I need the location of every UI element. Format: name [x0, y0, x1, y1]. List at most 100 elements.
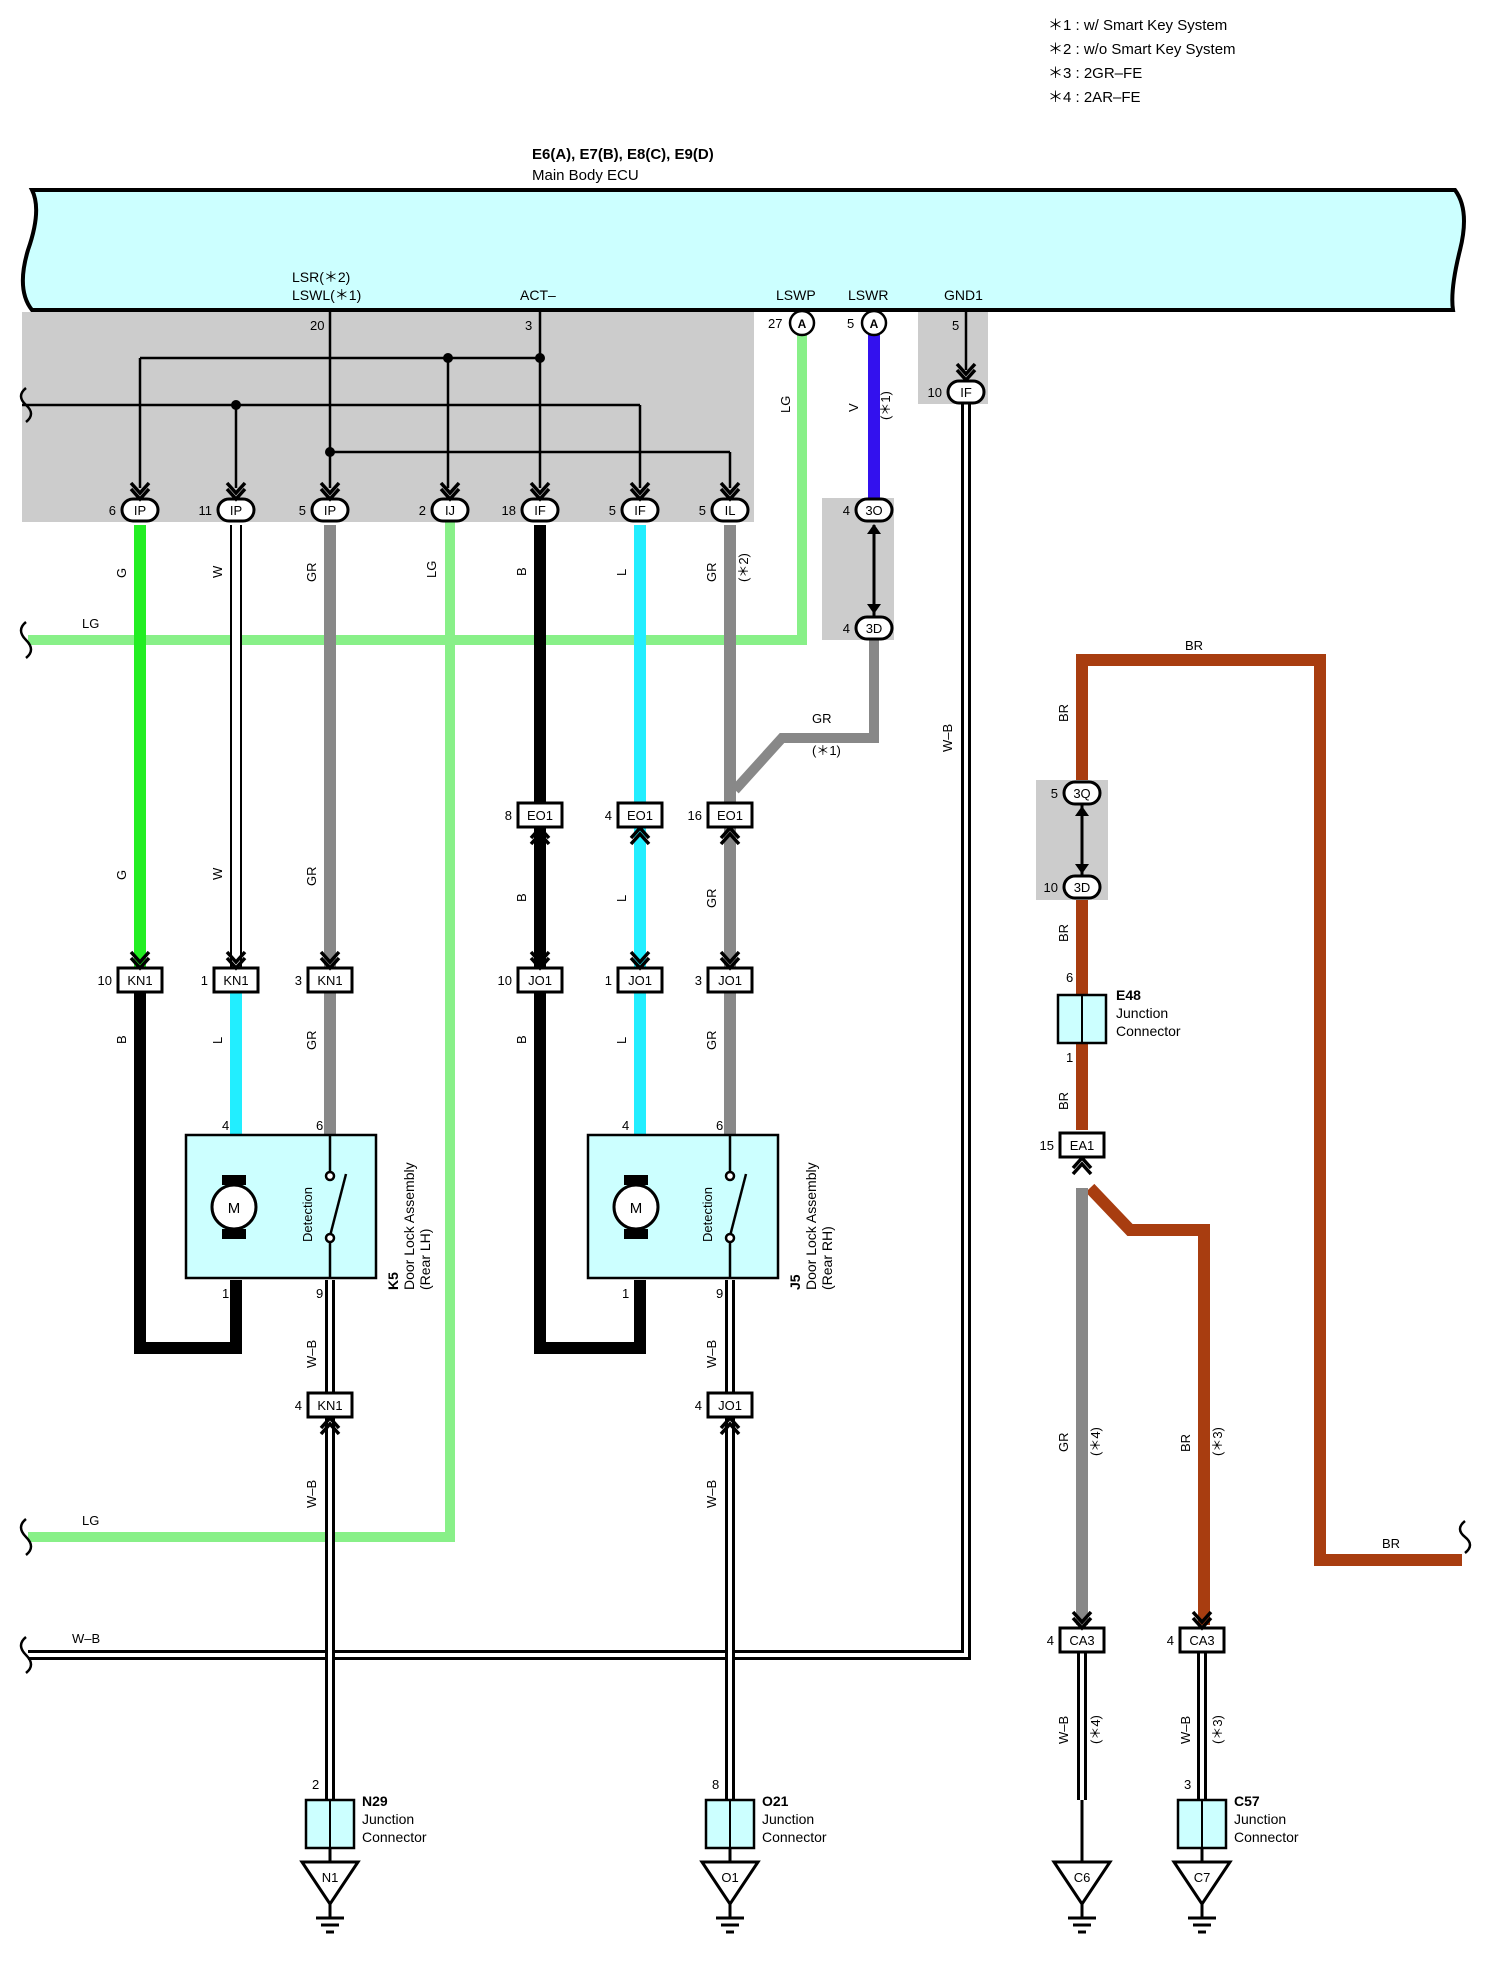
box-pin: 4 [1047, 1633, 1054, 1648]
door-lock-rh: M Detection 4 6 1 9 J5 Door Lock Assembl… [586, 1118, 835, 1301]
bus-junction-dots [231, 353, 545, 457]
arrow-down-icon [529, 950, 551, 971]
pill-connector-5: IF5 [609, 497, 660, 523]
pill-pin: 4 [843, 503, 850, 518]
conn-lswr: A [860, 309, 888, 337]
lh-pin9: 9 [316, 1286, 323, 1301]
box-pin: 4 [1167, 1633, 1174, 1648]
ecu-body [20, 188, 1466, 312]
label-g-2: G [114, 870, 129, 880]
box-pin: 10 [98, 973, 112, 988]
arrow-down-icon [955, 362, 977, 383]
arrow-down-icon [1191, 1610, 1213, 1631]
note-3: ＊3 : 2GR–FE [1048, 65, 1142, 82]
pill-pin: 10 [1044, 880, 1058, 895]
switch-icon [324, 1135, 348, 1278]
pill-pin: 5 [299, 503, 306, 518]
box-pin: 1 [201, 973, 208, 988]
ground-icon: N1 [299, 1848, 361, 1934]
pill-connector-8: 3O 4 [843, 497, 894, 523]
pill-connector-9: 3D4 [843, 615, 894, 641]
pill-pin: 11 [199, 503, 213, 518]
lh-pin4: 4 [222, 1118, 229, 1133]
door-rh-name: Door Lock Assembly [803, 1162, 819, 1290]
arrow-down-icon [719, 950, 741, 971]
box-code: CA3 [1189, 1633, 1214, 1648]
c57-pin: 3 [1184, 1777, 1191, 1792]
term-act: ACT– [520, 287, 556, 303]
label-g-1: G [114, 568, 129, 578]
label-wb-rh-2: W–B [704, 1480, 719, 1508]
door-lh-sub: (Rear LH) [417, 1229, 433, 1290]
arrow-up-icon [529, 825, 551, 846]
label-gr-1: GR [304, 563, 319, 583]
pill-code: IF [634, 503, 646, 518]
n29-pin: 2 [312, 1777, 319, 1792]
ecu-name: Main Body ECU [532, 167, 639, 184]
n29-line1: Junction [362, 1811, 414, 1827]
switch-icon [724, 1135, 748, 1278]
arrow-down-icon [225, 481, 247, 502]
pill-code: IL [725, 503, 736, 518]
label-wb-gnd: W–B [940, 724, 955, 752]
box-pin: 4 [295, 1398, 302, 1413]
pill-pin: 6 [109, 503, 116, 518]
pill-code: 3Q [1073, 786, 1090, 801]
pin-gnd1: 5 [952, 318, 959, 333]
box-body [706, 966, 754, 994]
pill-code: 3D [1074, 880, 1091, 895]
pill-pin: 4 [843, 621, 850, 636]
label-lg-lower: LG [82, 1513, 99, 1528]
notes-legend: ＊1 : w/ Smart Key System ＊2 : w/o Smart … [1048, 17, 1236, 106]
label-lg-vert: LG [778, 396, 793, 413]
label-l-lh: L [210, 1037, 225, 1044]
ground-triangle [299, 1860, 361, 1907]
ground-triangle [1051, 1860, 1113, 1907]
arrow-down-icon [1071, 1610, 1093, 1631]
wire-b-rh-return [534, 1135, 646, 1354]
junction-e48: 6 1 E48 Junction Connector [1056, 970, 1181, 1065]
arrow-up-icon [1071, 1155, 1093, 1176]
arrow-up-icon [867, 524, 881, 534]
ground-icon: C7 [1171, 1848, 1233, 1934]
ground-label: C7 [1194, 1870, 1211, 1885]
label-lg-ij: LG [424, 561, 439, 578]
box-pin: 16 [688, 808, 702, 823]
label-star3-b: (＊3) [1210, 1715, 1225, 1744]
label-star4-b: (＊4) [1088, 1715, 1103, 1744]
label-lg-upper: LG [82, 616, 99, 631]
n29-code: N29 [362, 1793, 388, 1809]
conn-lswr-letter: A [870, 317, 879, 331]
pill-code: IP [134, 503, 146, 518]
arrow-down-icon [719, 481, 741, 502]
label-l-2: L [614, 895, 629, 902]
pin-lsr: 20 [310, 318, 324, 333]
conn-lswp-letter: A [798, 317, 807, 331]
motor-label-rh: M [630, 1200, 643, 1217]
pill-body [1062, 780, 1102, 806]
label-l-1: L [614, 569, 629, 576]
box-code: KN1 [317, 1398, 342, 1413]
connector-arrows [129, 362, 1213, 1631]
rh-pin4: 4 [622, 1118, 629, 1133]
box-body [616, 966, 664, 994]
box-body [306, 1391, 354, 1419]
arrow-up-icon [719, 1415, 741, 1436]
ground-icon: C6 [1051, 1800, 1113, 1934]
wire-br-main [1076, 654, 1462, 1566]
box-code: EO1 [527, 808, 553, 823]
label-l-rh: L [614, 1037, 629, 1044]
label-wb-rh-1: W–B [704, 1340, 719, 1368]
label-star3-a: (＊3) [1210, 1427, 1225, 1456]
e48-line2: Connector [1116, 1023, 1181, 1039]
pill-code: 3O [865, 503, 882, 518]
arrow-up-icon [719, 825, 741, 846]
wire-wb-horizontal-inner [28, 396, 968, 1657]
